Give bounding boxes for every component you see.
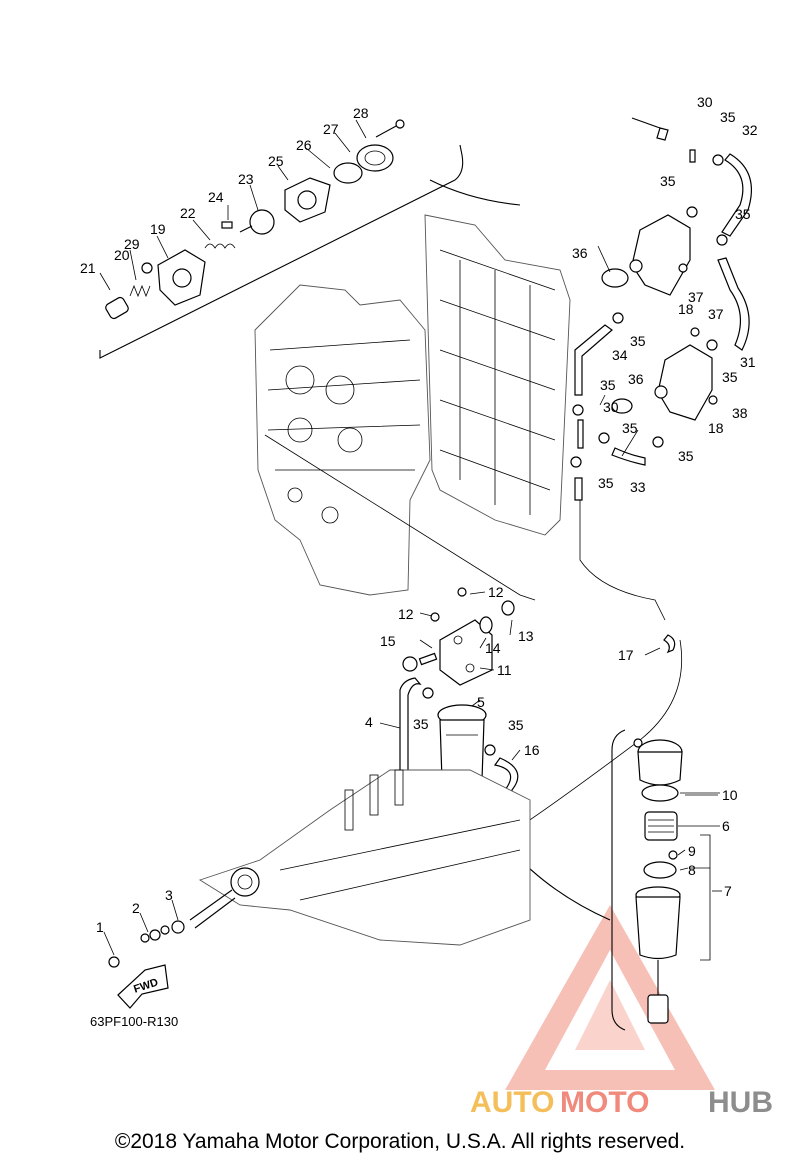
swivel-bracket-outline: FWD [108,769,531,1009]
callout-15: 15 [380,633,396,649]
callout-11: 11 [497,662,512,678]
callout-31: 31 [740,354,756,370]
engine-block-outline [254,284,431,596]
callout-9: 9 [688,843,696,859]
inset-bracket [99,144,464,359]
watermark-hub: HUB [708,1086,773,1119]
callout-35g: 35 [622,420,638,436]
callout-36a: 36 [572,245,588,261]
callout-10: 10 [722,787,738,803]
callout-12b: 12 [398,606,414,622]
fuel-pump-assembly [570,117,752,654]
callout-22: 22 [180,205,196,221]
callout-37a: 37 [688,289,704,305]
callout-27: 27 [323,121,339,137]
callout-12a: 12 [488,584,504,600]
callout-19: 19 [150,221,166,237]
callout-33: 33 [630,479,646,495]
watermark-moto: MOTO [560,1086,649,1119]
leader-lines [99,119,722,956]
callout-17: 17 [618,647,634,663]
callout-30b: 30 [603,399,619,415]
callout-38: 38 [732,405,748,421]
watermark-logo: AUTO MOTO HUB [470,905,773,1119]
callout-35d: 35 [630,333,646,349]
callout-26: 26 [296,137,312,153]
callout-30a: 30 [697,94,713,110]
callout-35c: 35 [735,206,751,222]
callout-29: 29 [124,236,140,252]
fwd-arrow-icon [117,964,169,1009]
watermark-auto: AUTO [470,1086,554,1119]
callout-28: 28 [353,105,369,121]
filter-detail-inset [611,729,720,1031]
copyright-notice: ©2018 Yamaha Motor Corporation, U.S.A. A… [114,1130,686,1153]
callout-34: 34 [612,347,628,363]
callout-35i: 35 [598,475,614,491]
callout-35e: 35 [722,369,738,385]
callout-4: 4 [365,714,373,730]
callout-32: 32 [742,122,758,138]
callout-25: 25 [268,153,284,169]
callout-35k: 35 [508,717,524,733]
callout-24: 24 [208,189,224,205]
callout-35h: 35 [678,448,694,464]
callout-6: 6 [722,818,730,834]
callout-2: 2 [132,900,140,916]
callout-16: 16 [524,742,540,758]
callout-14: 14 [485,640,501,656]
callout-37b: 37 [708,306,724,322]
intake-manifold-outline [424,214,571,536]
callout-21: 21 [80,260,96,276]
callout-1: 1 [96,919,104,935]
callout-23: 23 [238,171,254,187]
callout-18b: 18 [708,420,724,436]
callout-3: 3 [165,887,173,903]
callout-18a: 18 [678,301,694,317]
callout-35f: 35 [600,377,616,393]
callout-7: 7 [724,883,732,899]
fuel-filter-assembly [402,587,515,851]
diagram-code: 63PF100-R130 [90,1014,178,1029]
callout-8: 8 [688,862,696,878]
water-pump-inset [99,119,521,359]
callout-35j: 35 [413,716,429,732]
callout-35b: 35 [660,173,676,189]
callout-20: 20 [114,247,130,263]
callout-13: 13 [518,628,534,644]
callout-35a: 35 [720,109,736,125]
callout-labels: 1 2 3 4 5 6 7 8 9 10 11 12 12 13 14 15 1… [80,94,758,935]
callout-36b: 36 [628,371,644,387]
callout-5: 5 [477,694,485,710]
